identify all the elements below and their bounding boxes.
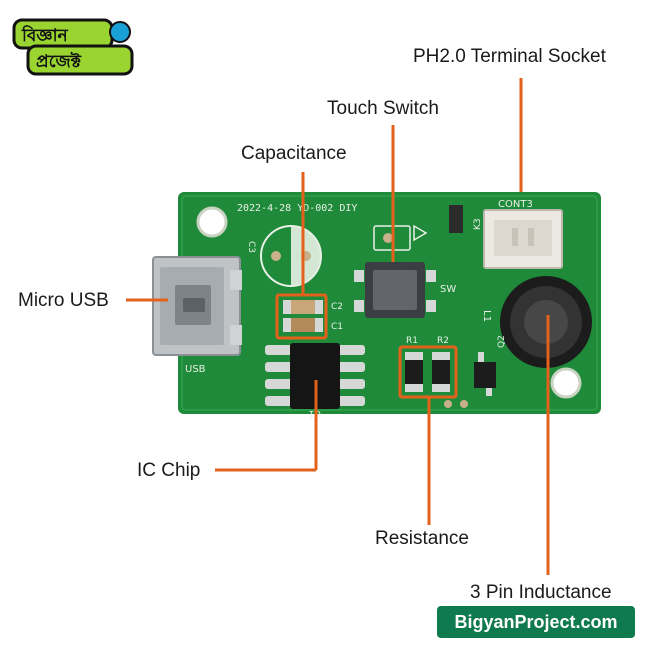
logo-line1: বিজ্ঞান [21,24,69,46]
resistor-r2 [432,352,450,392]
callout-lines [126,78,550,575]
silkscreen-sw: SW [440,284,456,295]
silkscreen-r2: R2 [437,336,449,346]
resistor-r1 [405,352,423,392]
label-resistance: Resistance [375,528,469,549]
logo-line2: প্রজেক্ট [36,51,82,72]
watermark-site: BigyanProject.com [437,606,635,638]
inductor-l1 [500,276,592,368]
label-3-pin-inductance: 3 Pin Inductance [470,582,612,603]
silkscreen-date: 2022-4-28 YD-002 DIY [237,203,357,214]
silkscreen-q2: Q2 [497,335,507,348]
capacitor-c2 [283,300,323,314]
mounting-hole [550,367,582,399]
silkscreen-c1: C1 [331,322,343,332]
touch-switch [354,262,436,318]
silkscreen-c3: C3 [246,241,256,253]
silkscreen-k3: K3 [473,218,483,230]
micro-usb-connector [152,256,242,356]
label-touch-switch: Touch Switch [327,98,439,119]
ic-chip-u1 [265,343,365,409]
label-ic-chip: IC Chip [137,460,201,481]
ph20-terminal-socket [483,209,563,269]
label-micro-usb: Micro USB [18,290,109,311]
silkscreen-cont3: CONT3 [498,199,533,210]
silkscreen-r1: R1 [406,336,418,346]
transistor-q2 [474,352,496,396]
silkscreen-c2: C2 [331,302,343,312]
capacitor-c1 [283,318,323,332]
silkscreen-l1: L1 [481,310,492,322]
label-capacitance: Capacitance [241,143,347,164]
silkscreen-usb: USB [185,364,206,375]
label-ph20-terminal-socket: PH2.0 Terminal Socket [413,46,606,67]
bigyan-project-logo: বিজ্ঞান প্রজেক্ট [12,18,134,76]
mounting-hole [196,206,228,238]
